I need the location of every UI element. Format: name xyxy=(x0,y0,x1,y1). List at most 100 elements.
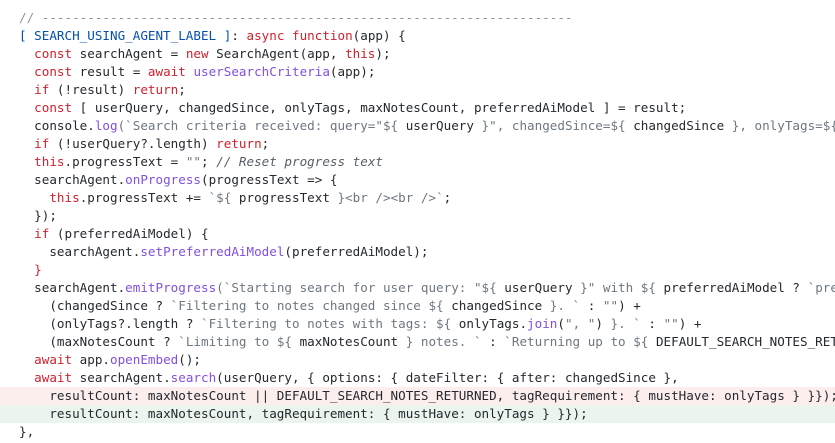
code-token: `Returning up to ${ xyxy=(504,334,649,349)
code-token xyxy=(284,28,292,43)
indent xyxy=(19,370,34,385)
code-token: function xyxy=(292,28,353,43)
code-token: [ userQuery, changedSince, onlyTags, max… xyxy=(72,100,687,115)
code-token: `preferre xyxy=(807,280,835,295)
code-token: searchAgent. xyxy=(49,244,141,259)
code-token: (changedSince ? xyxy=(49,298,171,313)
code-token: `Filtering to notes changed since ${ xyxy=(170,298,444,313)
code-token: await xyxy=(147,64,186,79)
code-token: ) xyxy=(595,316,611,331)
indent xyxy=(19,208,34,223)
code-line: if (!result) return; xyxy=(0,81,835,99)
code-line: console.log(`Search criteria received: q… xyxy=(0,117,835,135)
code-token: (); xyxy=(178,352,202,367)
indent xyxy=(19,262,34,277)
code-token: return xyxy=(216,136,262,151)
code-token: .progressText += xyxy=(79,190,209,205)
code-token: emitProgress xyxy=(125,280,217,295)
code-token: }); xyxy=(34,208,57,223)
code-token: progressText xyxy=(231,190,338,205)
code-token: (app); xyxy=(329,64,376,79)
code-line: const searchAgent = new SearchAgent(app,… xyxy=(0,45,835,63)
indent xyxy=(19,172,34,187)
code-token: searchAgent. xyxy=(34,172,126,187)
code-token: "" xyxy=(185,154,202,169)
code-token: const xyxy=(34,100,73,115)
code-token: ; xyxy=(178,82,186,97)
indent xyxy=(19,82,34,97)
code-token: setPreferredAiModel xyxy=(140,244,285,259)
indent xyxy=(19,46,34,61)
code-line: this.progressText += `${ progressText }<… xyxy=(0,189,835,207)
code-token: searchAgent. xyxy=(34,280,126,295)
code-token: const xyxy=(34,46,73,61)
code-token: result = xyxy=(72,64,148,79)
code-token: search xyxy=(170,370,217,385)
code-token: await xyxy=(34,370,73,385)
code-token: searchAgent = xyxy=(72,46,186,61)
code-token: `Limiting to ${ xyxy=(178,334,292,349)
code-token: changedSince xyxy=(443,298,550,313)
code-line: const [ userQuery, changedSince, onlyTag… xyxy=(0,99,835,117)
code-token: changedSince xyxy=(625,118,732,133)
code-token: `Filtering to notes with tags: ${ xyxy=(201,316,452,331)
indent xyxy=(19,100,34,115)
code-token: resultCount: maxNotesCount || DEFAULT_SE… xyxy=(49,388,835,403)
code-token: (!result) xyxy=(49,82,133,97)
code-token: if xyxy=(34,226,50,241)
indent xyxy=(19,118,34,133)
code-token: if xyxy=(34,82,50,97)
code-token: onProgress xyxy=(125,172,201,187)
code-token: : xyxy=(481,334,505,349)
code-token: ) + xyxy=(678,316,702,331)
indent xyxy=(19,190,49,205)
removed-code-line: resultCount: maxNotesCount || DEFAULT_SE… xyxy=(0,387,835,405)
code-line: const result = await userSearchCriteria(… xyxy=(0,63,835,81)
indent xyxy=(19,298,49,313)
code-token: resultCount: maxNotesCount, tagRequireme… xyxy=(49,406,588,421)
code-token: (`Starting search for user query: "${ xyxy=(216,280,497,295)
code-token: ", " xyxy=(564,316,596,331)
code-token: return xyxy=(132,82,179,97)
code-token: userQuery xyxy=(496,280,581,295)
code-line: searchAgent.setPreferredAiModel(preferre… xyxy=(0,243,835,261)
indent xyxy=(19,334,49,349)
code-token: ; xyxy=(261,136,270,151)
code-token: this xyxy=(345,46,376,61)
code-token: } notes. ` xyxy=(405,334,482,349)
code-token: // -------------------------------------… xyxy=(19,10,573,25)
code-token: userSearchCriteria xyxy=(193,64,330,79)
code-line: (onlyTags?.length ? `Filtering to notes … xyxy=(0,315,835,333)
code-token: (preferredAiModel) { xyxy=(49,226,209,241)
indent xyxy=(19,280,34,295)
code-token: ; xyxy=(201,154,217,169)
code-token: } xyxy=(34,262,42,277)
code-token: async xyxy=(246,28,285,43)
code-token: this xyxy=(49,190,80,205)
code-token: new xyxy=(185,46,209,61)
code-token: console xyxy=(34,118,88,133)
indent xyxy=(19,244,49,259)
code-token: if xyxy=(34,136,50,151)
code-token: // Reset progress text xyxy=(216,154,383,169)
code-line: (maxNotesCount ? `Limiting to ${ maxNote… xyxy=(0,333,835,351)
code-token: }" with ${ xyxy=(580,280,656,295)
code-token: SearchAgent(app, xyxy=(208,46,346,61)
code-line: if (!userQuery?.length) return; xyxy=(0,135,835,153)
indent xyxy=(19,64,34,79)
indent xyxy=(19,226,34,241)
code-token: .progressText = xyxy=(64,154,186,169)
code-line: [ SEARCH_USING_AGENT_LABEL ]: async func… xyxy=(0,27,835,45)
code-token: : xyxy=(231,28,247,43)
code-token: openEmbed xyxy=(110,352,179,367)
code-token: (!userQuery?.length) xyxy=(49,136,217,151)
code-token: }, onlyTags=${ xyxy=(731,118,835,133)
code-token: maxNotesCount xyxy=(291,334,406,349)
code-line: if (preferredAiModel) { xyxy=(0,225,835,243)
code-token: userQuery xyxy=(398,118,482,133)
code-token: join xyxy=(527,316,558,331)
code-line: searchAgent.onProgress(progressText => { xyxy=(0,171,835,189)
code-line: searchAgent.emitProgress(`Starting searc… xyxy=(0,279,835,297)
code-token: (progressText => { xyxy=(201,172,338,187)
